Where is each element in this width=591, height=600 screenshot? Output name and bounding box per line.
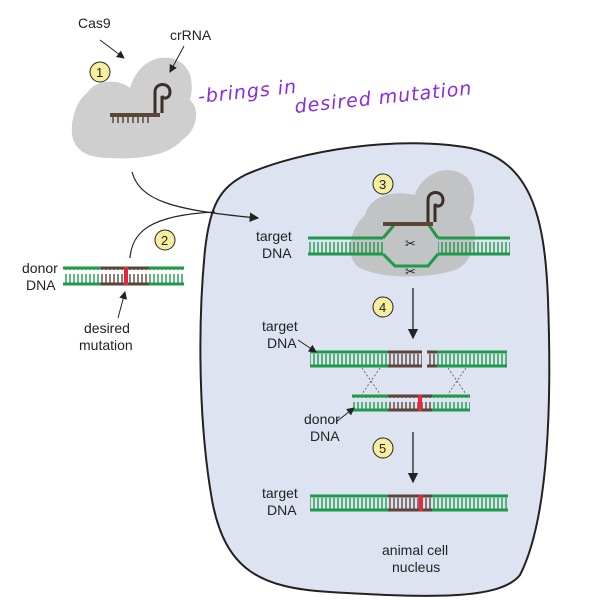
crossover-lines	[361, 367, 467, 395]
annotation-line-2: desired mutation	[294, 77, 474, 118]
donor-dna-outside	[63, 266, 184, 286]
donor-label-2b: DNA	[310, 428, 340, 444]
nucleus-label-1: animal cell	[382, 542, 448, 558]
crrna-pointer	[169, 45, 185, 73]
target-label-1: target	[256, 228, 292, 244]
step-4-number: 4	[379, 300, 386, 315]
step-3-number: 3	[379, 177, 386, 192]
cas9-label: Cas9	[78, 15, 111, 31]
step-2-marker: 2	[154, 229, 176, 251]
handwritten-annotation: -brings in desired mutation	[197, 76, 474, 118]
target-label-1b: DNA	[262, 245, 292, 261]
step-3-marker: 3	[372, 173, 394, 195]
cas9-pointer	[99, 39, 125, 59]
target-pointer-2	[297, 339, 317, 353]
cas9-entry-arrow	[131, 171, 260, 223]
step-2-number: 2	[161, 233, 168, 248]
annotation-line-1: -brings in	[197, 76, 298, 108]
mutation-label-1b: mutation	[79, 337, 133, 353]
step-5-marker: 5	[372, 437, 394, 459]
step-5-number: 5	[379, 441, 386, 456]
donor-label-1: donor	[22, 260, 58, 276]
donor-pointer-2	[335, 407, 355, 423]
donor-label-1b: DNA	[26, 277, 56, 293]
edited-target-dna	[310, 494, 508, 512]
target-label-2b: DNA	[267, 335, 297, 351]
target-dna-step3: ✂ ✂	[308, 191, 510, 280]
nucleus-label-2: nucleus	[392, 559, 440, 575]
scissors-icon-2: ✂	[405, 265, 416, 280]
donor-label-2: donor	[304, 411, 340, 427]
target-label-2: target	[262, 318, 298, 334]
target-label-3: target	[262, 485, 298, 501]
cas9-complex-free	[71, 57, 197, 159]
step-4-marker: 4	[372, 296, 394, 318]
scissors-icon: ✂	[405, 237, 416, 252]
donor-dna-inside	[352, 394, 470, 412]
mutation-label-1: desired	[84, 320, 130, 336]
mutation-pointer	[117, 291, 128, 319]
step-1-marker: 1	[89, 61, 111, 83]
crrna-label: crRNA	[170, 27, 212, 43]
cut-target-dna	[310, 350, 507, 368]
step-1-number: 1	[96, 65, 103, 80]
donor-entry-arrow	[129, 211, 216, 259]
target-label-3b: DNA	[267, 502, 297, 518]
